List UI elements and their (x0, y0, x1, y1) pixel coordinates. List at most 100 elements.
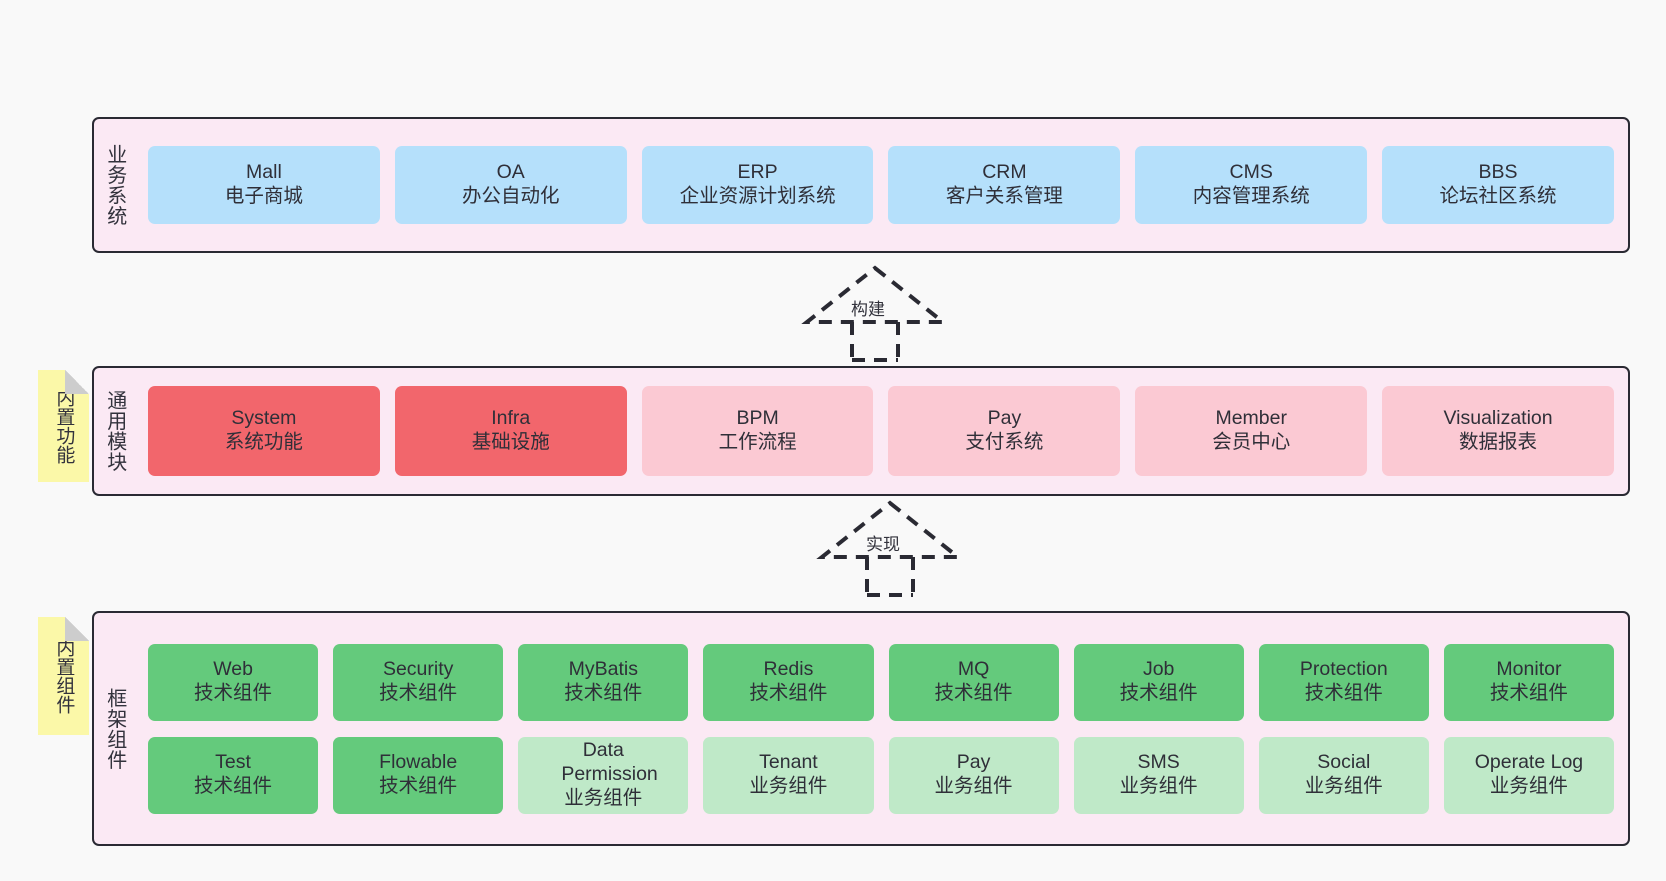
card-security[interactable]: Security 技术组件 (333, 643, 504, 721)
card-operate-log-subtitle: 业务组件 (1489, 775, 1568, 797)
card-crm-subtitle: 客户关系管理 (945, 185, 1063, 207)
card-test[interactable]: Test 技术组件 (148, 736, 319, 814)
card-member-title: Member (1215, 407, 1287, 430)
card-operate-log[interactable]: Operate Log 业务组件 (1443, 736, 1614, 814)
card-test-subtitle: 技术组件 (194, 775, 273, 797)
implement-shaft (865, 557, 915, 597)
card-sms[interactable]: SMS 业务组件 (1073, 736, 1244, 814)
card-mall-title: Mall (246, 161, 282, 184)
card-bbs[interactable]: BBS 论坛社区系统 (1382, 146, 1614, 224)
layer-title-modules: 通用模块 (103, 390, 126, 472)
card-monitor[interactable]: Monitor 技术组件 (1443, 643, 1614, 721)
layer-common-modules: 通用模块 System 系统功能 Infra 基础设施 BPM 工作流程 Pay… (92, 366, 1630, 496)
card-tenant-title: Tenant (759, 751, 818, 774)
card-data-permission-subtitle: 业务组件 (564, 786, 643, 809)
module-card-row: System 系统功能 Infra 基础设施 BPM 工作流程 Pay 支付系统… (148, 386, 1614, 476)
card-sms-title: SMS (1137, 751, 1180, 774)
card-flowable-subtitle: 技术组件 (379, 775, 458, 797)
card-data-permission[interactable]: Data Permission 业务组件 (518, 736, 689, 814)
build-arrowhead (801, 265, 949, 324)
card-mybatis-title: MyBatis (568, 658, 638, 681)
card-cms-subtitle: 内容管理系统 (1192, 185, 1310, 207)
layer-body-modules: System 系统功能 Infra 基础设施 BPM 工作流程 Pay 支付系统… (134, 368, 1628, 494)
card-tenant[interactable]: Tenant 业务组件 (703, 736, 874, 814)
layer-framework-components: 框架组件 Web 技术组件 Security 技术组件 MyBatis 技术组件… (92, 611, 1630, 846)
card-mall-subtitle: 电子商城 (224, 185, 303, 207)
card-redis-subtitle: 技术组件 (749, 682, 828, 704)
card-job-subtitle: 技术组件 (1119, 682, 1198, 704)
card-pay-component-title: Pay (956, 751, 991, 774)
card-protection[interactable]: Protection 技术组件 (1258, 643, 1429, 721)
card-erp-subtitle: 企业资源计划系统 (679, 185, 836, 207)
card-sms-subtitle: 业务组件 (1119, 775, 1198, 797)
card-system-subtitle: 系统功能 (224, 431, 303, 453)
layer-title-framework: 框架组件 (103, 687, 126, 770)
connector-implement-label: 实现 (866, 535, 900, 554)
note-builtin-components: 内置组件 (38, 617, 89, 735)
card-system-title: System (231, 407, 297, 430)
card-pay-component[interactable]: Pay 业务组件 (888, 736, 1059, 814)
layer-body-framework: Web 技术组件 Security 技术组件 MyBatis 技术组件 Redi… (134, 613, 1628, 844)
card-infra-title: Infra (491, 407, 531, 430)
card-mybatis[interactable]: MyBatis 技术组件 (518, 643, 689, 721)
card-pay-component-subtitle: 业务组件 (934, 775, 1013, 797)
card-web[interactable]: Web 技术组件 (148, 643, 319, 721)
card-social-subtitle: 业务组件 (1304, 775, 1383, 797)
note-builtin-features: 内置功能 (38, 370, 89, 482)
card-bpm-title: BPM (736, 407, 779, 430)
card-protection-title: Protection (1299, 658, 1388, 681)
connector-implement (816, 500, 964, 597)
implement-arrowhead (816, 500, 964, 559)
card-pay-module-subtitle: 支付系统 (965, 431, 1044, 453)
card-data-permission-title: Data Permission (561, 739, 658, 786)
card-mq[interactable]: MQ 技术组件 (888, 643, 1059, 721)
card-security-title: Security (382, 658, 454, 681)
card-visualization-subtitle: 数据报表 (1459, 431, 1538, 453)
connector-build-label: 构建 (851, 300, 885, 319)
card-tenant-subtitle: 业务组件 (749, 775, 828, 797)
card-member[interactable]: Member 会员中心 (1135, 386, 1368, 476)
card-cms-title: CMS (1229, 161, 1273, 184)
build-shaft (850, 322, 900, 362)
card-erp[interactable]: ERP 企业资源计划系统 (641, 146, 874, 224)
card-social[interactable]: Social 业务组件 (1258, 736, 1429, 814)
card-oa-title: OA (496, 161, 525, 184)
card-visualization-title: Visualization (1443, 407, 1553, 430)
card-infra[interactable]: Infra 基础设施 (394, 386, 627, 476)
card-mybatis-subtitle: 技术组件 (564, 682, 643, 704)
card-pay-module[interactable]: Pay 支付系统 (888, 386, 1121, 476)
card-oa[interactable]: OA 办公自动化 (394, 146, 627, 224)
card-redis-title: Redis (763, 658, 814, 681)
card-bpm[interactable]: BPM 工作流程 (641, 386, 874, 476)
card-cms[interactable]: CMS 内容管理系统 (1135, 146, 1368, 224)
card-flowable[interactable]: Flowable 技术组件 (333, 736, 504, 814)
card-job-title: Job (1142, 658, 1175, 681)
card-protection-subtitle: 技术组件 (1304, 682, 1383, 704)
card-bbs-subtitle: 论坛社区系统 (1439, 185, 1557, 207)
card-crm-title: CRM (982, 161, 1027, 184)
card-mall[interactable]: Mall 电子商城 (148, 146, 380, 224)
card-bpm-subtitle: 工作流程 (718, 431, 797, 453)
card-job[interactable]: Job 技术组件 (1073, 643, 1244, 721)
card-erp-title: ERP (737, 161, 778, 184)
card-bbs-title: BBS (1478, 161, 1518, 184)
card-monitor-subtitle: 技术组件 (1489, 682, 1568, 704)
card-monitor-title: Monitor (1496, 658, 1562, 681)
card-crm[interactable]: CRM 客户关系管理 (888, 146, 1121, 224)
connector-build (801, 265, 949, 362)
card-operate-log-title: Operate Log (1474, 751, 1584, 774)
layer-body-business: Mall 电子商城 OA 办公自动化 ERP 企业资源计划系统 CRM 客户关系… (134, 119, 1628, 251)
card-visualization[interactable]: Visualization 数据报表 (1382, 386, 1614, 476)
card-pay-module-title: Pay (987, 407, 1022, 430)
card-security-subtitle: 技术组件 (379, 682, 458, 704)
layer-title-business: 业务系统 (103, 144, 126, 226)
card-redis[interactable]: Redis 技术组件 (703, 643, 874, 721)
card-web-subtitle: 技术组件 (194, 682, 273, 704)
card-system[interactable]: System 系统功能 (148, 386, 380, 476)
layer-business-system: 业务系统 Mall 电子商城 OA 办公自动化 ERP 企业资源计划系统 CRM… (92, 117, 1630, 253)
card-oa-subtitle: 办公自动化 (461, 185, 560, 207)
framework-business-row: Test 技术组件 Flowable 技术组件 Data Permission … (148, 736, 1614, 814)
card-test-title: Test (215, 751, 251, 774)
card-flowable-title: Flowable (379, 751, 458, 774)
